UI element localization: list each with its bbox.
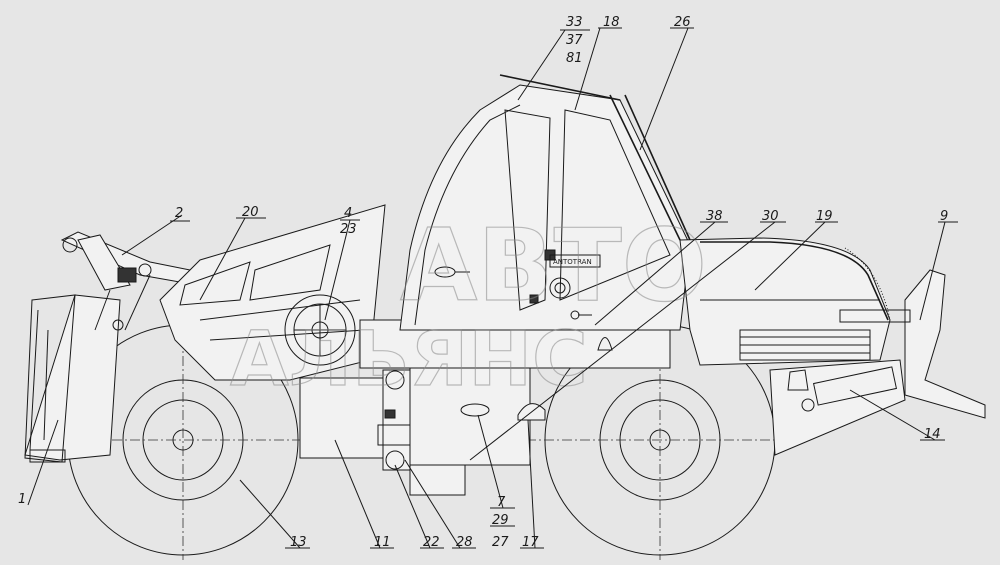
callout-28: 28 [456, 535, 473, 550]
callout-9: 9 [940, 209, 948, 224]
callout-23: 23 [340, 222, 357, 237]
leader-lines [27, 27, 958, 549]
callout-1: 1 [18, 492, 26, 507]
rear-body [159, 204, 386, 381]
radiator-grille [739, 329, 871, 361]
articulation-frame [299, 369, 414, 471]
callout-37: 37 [566, 33, 583, 48]
watermark-line2: АЛЬЯНС [230, 314, 588, 403]
callout-27: 27 [492, 535, 509, 550]
callout-22: 22 [423, 535, 440, 550]
callout-26: 26 [674, 15, 691, 30]
callout-30: 30 [762, 209, 779, 224]
cab-badge: ANTOTRAN [553, 258, 592, 266]
watermark-line1: АВТО [400, 207, 707, 324]
callout-18: 18 [603, 15, 620, 30]
cab: ANTOTRAN [399, 74, 691, 351]
callout-33: 33 [566, 15, 583, 30]
rear-blade [24, 294, 124, 463]
callout-20: 20 [242, 205, 259, 220]
callouts: 1 2 20 4 23 33 37 81 18 26 38 30 19 9 14… [18, 15, 948, 550]
callout-81: 81 [566, 51, 583, 66]
callout-29: 29 [492, 513, 509, 528]
callout-7: 7 [497, 495, 506, 510]
callout-38: 38 [706, 209, 723, 224]
callout-14: 14 [924, 427, 941, 442]
engine-hood [679, 237, 891, 366]
callout-17: 17 [522, 535, 539, 550]
callout-2: 2 [175, 206, 183, 221]
callout-13: 13 [290, 535, 307, 550]
front-blade [769, 269, 986, 456]
callout-19: 19 [816, 209, 833, 224]
callout-4: 4 [344, 206, 352, 221]
callout-11: 11 [374, 535, 391, 550]
watermark: АВТО АЛЬЯНС [229, 206, 707, 403]
